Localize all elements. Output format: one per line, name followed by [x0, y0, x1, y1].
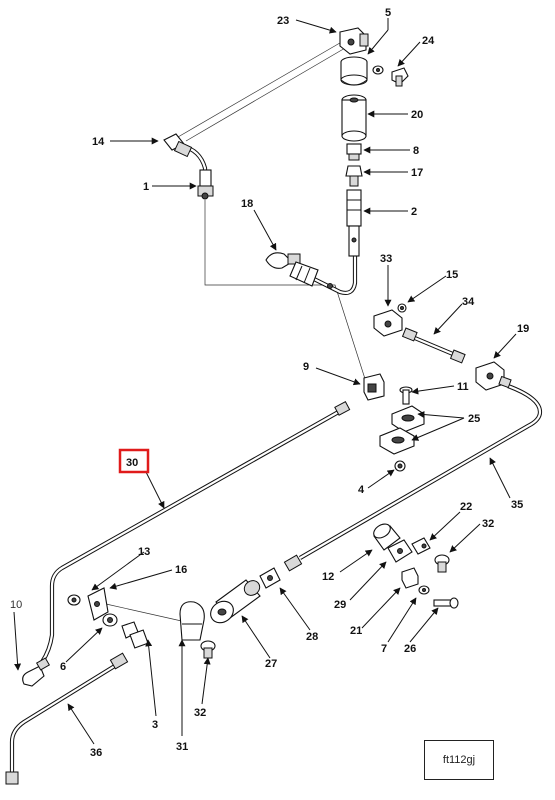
- part-32a-bolt: [434, 554, 450, 573]
- part-22-fitting: [411, 537, 431, 555]
- callout-29: 29: [334, 599, 346, 611]
- part-2-ferrule: [289, 261, 333, 289]
- part-7-washer: [418, 585, 430, 595]
- part-17-fitting: [345, 165, 363, 187]
- tube-30: [40, 408, 344, 664]
- callout-4: 4: [358, 484, 365, 496]
- part-11-bolt: [399, 386, 413, 405]
- part-12-cylinder: [373, 523, 401, 551]
- callout-30: 30: [126, 457, 138, 469]
- callout-24: 24: [422, 35, 435, 47]
- callout-26: 26: [404, 643, 416, 655]
- callout-11: 11: [457, 381, 469, 393]
- callout-14: 14: [92, 136, 105, 148]
- callout-36: 36: [90, 747, 102, 759]
- callout-25: 25: [468, 413, 480, 425]
- tube-35: [298, 384, 543, 560]
- callout-35: 35: [511, 499, 523, 511]
- part-10-elbow: [22, 657, 51, 687]
- part-29-bracket: [387, 539, 413, 563]
- part-13-washer: [67, 594, 81, 606]
- callout-31: 31: [176, 741, 188, 753]
- callout-23: 23: [277, 15, 289, 27]
- part-21-block: [401, 567, 419, 589]
- callout-19: 19: [517, 323, 529, 335]
- leader-lines: [13, 18, 517, 745]
- part-25-clamp: [379, 405, 425, 455]
- part-3-bolt: [121, 621, 149, 649]
- tube-34: [409, 334, 461, 359]
- callout-32a: 32: [482, 518, 494, 530]
- callout-6: 6: [60, 661, 66, 673]
- callout-15: 15: [446, 269, 458, 281]
- part-9-block: [363, 373, 385, 401]
- hose-2: [299, 255, 358, 296]
- callout-2: 2: [411, 206, 417, 218]
- callout-17: 17: [411, 167, 423, 179]
- callout-16: 16: [175, 564, 187, 576]
- callout-13: 13: [138, 546, 150, 558]
- callout-18: 18: [241, 198, 253, 210]
- callout-20: 20: [411, 109, 423, 121]
- part-18-elbow: [265, 252, 301, 269]
- callout-9: 9: [303, 361, 309, 373]
- part-1-fitting: [197, 169, 214, 200]
- routing-line-23-to-14: [177, 39, 353, 142]
- part-4-nut: [394, 460, 406, 472]
- tube-36: [9, 662, 120, 776]
- part-23-elbow: [339, 27, 369, 55]
- part-6-nut: [102, 613, 118, 627]
- reference-code-box: ft112gj: [424, 740, 494, 780]
- callout-3: 3: [152, 719, 158, 731]
- part-20-filter: [341, 94, 367, 142]
- reference-code: ft112gj: [442, 754, 476, 766]
- part-34-fittings: [401, 327, 466, 364]
- part-19-tee: [475, 361, 512, 391]
- callout-10: 10: [10, 599, 22, 611]
- part-8-fitting: [346, 143, 362, 161]
- part-28-fitting: [259, 554, 303, 589]
- callout-5: 5: [385, 7, 391, 19]
- part-36-fittings: [5, 652, 129, 785]
- part-30-fitting: [334, 400, 351, 416]
- callout-1: 1: [143, 181, 149, 193]
- routing-line-16-to-31: [105, 603, 187, 623]
- part-15-nut: [397, 303, 407, 313]
- callout-7: 7: [381, 643, 387, 655]
- part-26-bolt: [433, 597, 459, 609]
- routing-line-1-to-9: [204, 200, 367, 383]
- highlight-box-30: [118, 448, 150, 474]
- callout-8: 8: [413, 145, 419, 157]
- part-5-clamp: [340, 56, 368, 86]
- part-32b-bolt: [200, 640, 216, 659]
- part-2-hose-end: [346, 189, 362, 257]
- callout-32b: 32: [194, 707, 206, 719]
- callout-21: 21: [350, 625, 362, 637]
- callout-34: 34: [462, 296, 475, 308]
- callout-22: 22: [460, 501, 472, 513]
- callout-27: 27: [265, 658, 277, 670]
- part-24-bolt: [372, 65, 409, 87]
- callout-28: 28: [306, 631, 318, 643]
- callout-labels: 23 5 24 20 14 8 17 1 18 2 33 15 34 19 9 …: [10, 7, 529, 759]
- callout-12: 12: [322, 571, 334, 583]
- part-33-block: [373, 309, 403, 337]
- part-16-bracket: [87, 587, 109, 621]
- part-27-canister: [210, 579, 261, 624]
- part-14-elbow: [163, 133, 193, 158]
- part-31-clamp: [179, 601, 205, 641]
- callout-33: 33: [380, 253, 392, 265]
